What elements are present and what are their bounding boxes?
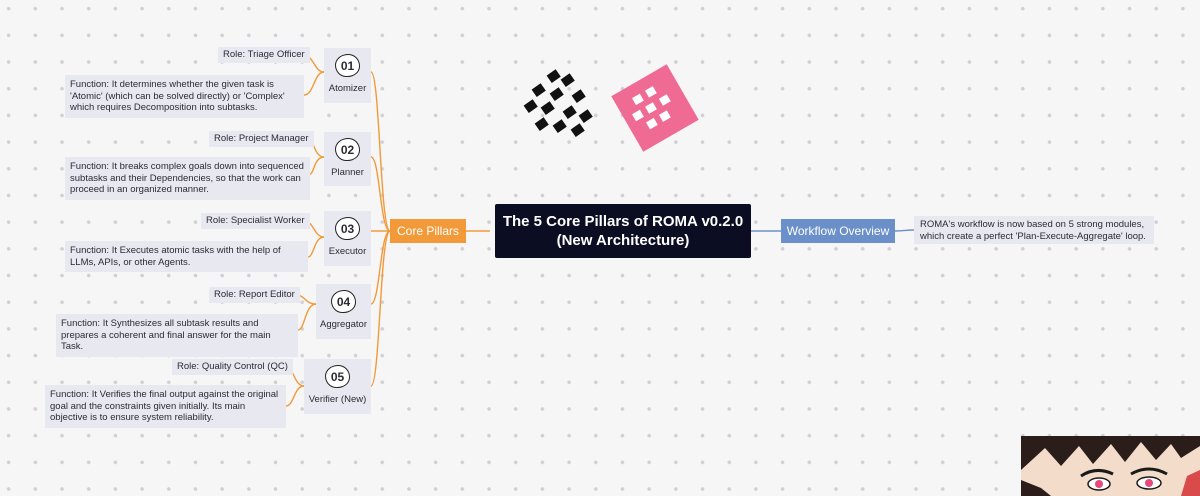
pillar-03-number-badge: 03 <box>335 217 360 240</box>
roma-logos <box>523 64 699 152</box>
pillar-01-name: Atomizer <box>328 83 367 94</box>
pillar-03-role: Role: Specialist Worker <box>201 213 310 229</box>
workflow-overview-node[interactable]: Workflow Overview <box>781 219 895 243</box>
pillar-02-number-badge: 02 <box>335 138 360 161</box>
central-title-line-1: The 5 Core Pillars of ROMA v0.2.0 <box>502 213 744 230</box>
core-pillars-node[interactable]: Core Pillars <box>390 219 466 243</box>
roma-logo-black-icon <box>523 69 593 137</box>
link-core-pillar-05 <box>370 230 391 387</box>
link-workflow-desc <box>894 229 915 232</box>
pillar-04-number-badge: 04 <box>331 290 356 313</box>
pillar-04-node[interactable]: 04 Aggregator <box>316 284 371 339</box>
link-04-function <box>297 303 317 331</box>
link-core-pillar-02 <box>370 156 391 232</box>
link-core-pillar-01 <box>370 71 391 232</box>
workflow-description: ROMA's workflow is now based on 5 strong… <box>914 216 1154 244</box>
pillar-02-node[interactable]: 02 Planner <box>324 132 371 186</box>
pillar-01-function: Function: It determines whether the give… <box>65 75 304 118</box>
central-title-line-2: (New Architecture) <box>556 232 690 249</box>
pillar-02-function: Function: It breaks complex goals down i… <box>65 157 310 200</box>
pillar-03-node[interactable]: 03 Executor <box>324 211 371 266</box>
pillar-01-role: Role: Triage Officer <box>218 47 310 63</box>
pillar-03-function: Function: It Executes atomic tasks with … <box>65 241 308 272</box>
pillar-01-node[interactable]: 01 Atomizer <box>324 48 371 103</box>
link-02-function <box>309 156 325 175</box>
pillar-05-name: Verifier (New) <box>308 394 367 405</box>
link-01-function <box>303 71 325 96</box>
pillar-05-number-badge: 05 <box>325 365 350 388</box>
pillar-05-role: Role: Quality Control (QC) <box>172 359 293 375</box>
pillar-03-name: Executor <box>328 246 367 257</box>
pillar-02-role: Role: Project Manager <box>209 131 314 147</box>
pillar-02-name: Planner <box>331 167 364 178</box>
pillar-01-number-badge: 01 <box>335 54 360 77</box>
pillar-05-function: Function: It Verifies the final output a… <box>45 385 286 428</box>
central-topic[interactable]: The 5 Core Pillars of ROMA v0.2.0 (New A… <box>495 204 751 258</box>
anime-avatar-icon <box>1021 436 1200 496</box>
link-03-function <box>307 236 325 258</box>
pillar-04-role: Role: Report Editor <box>209 287 300 303</box>
roma-logo-pink-icon <box>611 64 699 152</box>
pillar-05-node[interactable]: 05 Verifier (New) <box>304 359 371 414</box>
pillar-04-name: Aggregator <box>319 319 367 330</box>
link-05-function <box>285 385 305 407</box>
link-core-pillar-04 <box>370 230 391 305</box>
pillar-04-function: Function: It Synthesizes all subtask res… <box>56 314 298 357</box>
